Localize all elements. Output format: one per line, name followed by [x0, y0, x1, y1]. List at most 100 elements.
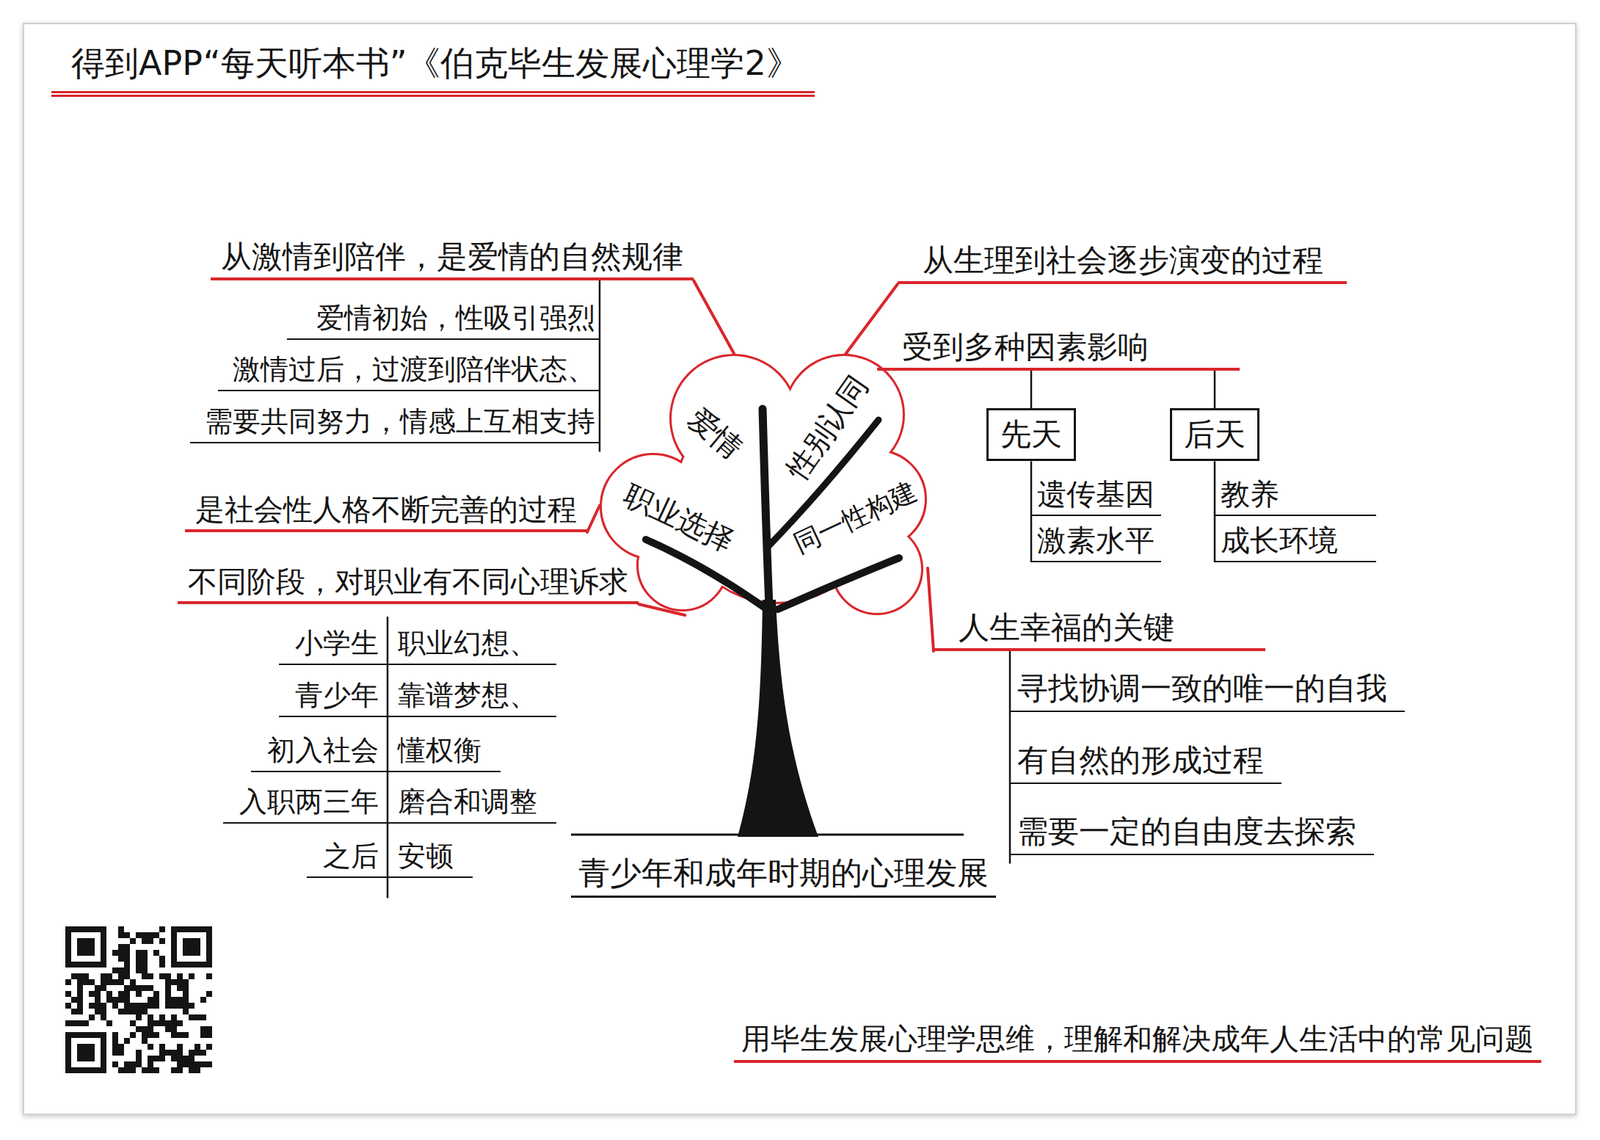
qr-module [153, 1055, 160, 1062]
leaf-label: 初入社会 [251, 733, 388, 773]
leaf-label: 教养 [1214, 475, 1377, 516]
qr-module [206, 1031, 213, 1038]
qr-module [100, 979, 107, 985]
qr-module [171, 979, 177, 985]
connector-line [1030, 370, 1033, 409]
qr-module [182, 990, 189, 997]
qr-module [135, 1008, 142, 1015]
qr-module [206, 990, 213, 997]
qr-module [77, 973, 83, 980]
qr-module [118, 979, 125, 985]
qr-module [141, 1037, 148, 1044]
leaf-label: 青少年 [278, 678, 388, 718]
qr-module [171, 1026, 177, 1032]
qr-module [124, 949, 130, 956]
qr-module [159, 937, 166, 944]
qr-module [106, 1020, 113, 1027]
heading-text: 是社会性人格不断完善的过程 [195, 491, 577, 528]
qr-module [135, 1049, 142, 1056]
qr-module [176, 973, 183, 980]
qr-module [147, 1026, 154, 1032]
qr-module [153, 996, 160, 1003]
qr-module [141, 1008, 148, 1015]
qr-module [194, 1049, 201, 1056]
qr-module [135, 932, 142, 938]
qr-module [188, 1049, 195, 1056]
qr-module [159, 1049, 166, 1056]
qr-module [112, 1031, 119, 1038]
qr-module [135, 955, 142, 962]
qr-module [77, 984, 83, 991]
factor-box: 先天 [986, 408, 1076, 461]
qr-module [147, 973, 154, 980]
qr-module [171, 1067, 177, 1074]
qr-module [171, 1002, 177, 1009]
qr-module [165, 1049, 172, 1056]
qr-module [206, 973, 213, 980]
qr-module [124, 967, 130, 974]
qr-module [118, 932, 125, 938]
qr-module [159, 1020, 166, 1027]
qr-module [88, 990, 95, 997]
qr-module [94, 984, 101, 991]
qr-module [129, 937, 136, 944]
qr-module [141, 961, 148, 968]
qr-module [135, 1014, 142, 1021]
cloud-node: 爱情性别认同职业选择同一性构建 [599, 353, 928, 616]
qr-module [94, 1002, 101, 1009]
leaf-label: 爱情初始，性吸引强烈 [286, 300, 600, 340]
qr-module [147, 1061, 154, 1068]
qr-module [165, 996, 172, 1003]
qr-module [147, 1067, 154, 1074]
qr-module [182, 1061, 189, 1068]
qr-module [94, 1008, 101, 1015]
leaf-label: 需要一定的自由度去探索 [1009, 812, 1374, 856]
qr-module [188, 1014, 195, 1021]
qr-module [124, 1008, 130, 1015]
qr-module [171, 996, 177, 1003]
qr-module [82, 973, 89, 980]
qr-module [171, 1049, 177, 1056]
qr-module [159, 961, 166, 968]
qr-module [141, 1002, 148, 1009]
qr-module [153, 990, 160, 997]
qr-module [171, 1020, 177, 1027]
qr-module [171, 1055, 177, 1062]
qr-module [182, 1008, 189, 1015]
leaf-label: 之后 [306, 838, 388, 878]
box-text: 后天 [1183, 416, 1246, 453]
qr-module [141, 932, 148, 938]
qr-module [182, 996, 189, 1003]
qr-module [118, 926, 125, 933]
qr-finder [71, 932, 101, 962]
qr-module [176, 1043, 183, 1050]
qr-module [153, 1020, 160, 1027]
qr-module [153, 949, 160, 956]
qr-module [112, 1002, 119, 1009]
qr-module [118, 990, 125, 997]
branch-heading: 不同阶段，对职业有不同心理诉求 [177, 562, 639, 605]
qr-code [65, 926, 213, 1074]
qr-module [188, 1061, 195, 1068]
qr-module [106, 990, 113, 997]
qr-module [194, 1067, 201, 1074]
qr-module [135, 990, 142, 997]
qr-module [147, 1055, 154, 1062]
qr-finder [171, 926, 213, 968]
qr-module [171, 1014, 177, 1021]
qr-module [141, 1026, 148, 1032]
qr-module [124, 1067, 130, 1074]
qr-module [165, 990, 172, 997]
qr-module [176, 996, 183, 1003]
box-text: 先天 [1000, 416, 1063, 453]
qr-module [147, 1014, 154, 1021]
qr-module [88, 979, 95, 985]
qr-module [112, 1037, 119, 1044]
qr-module [153, 1067, 160, 1074]
qr-module [118, 1043, 125, 1050]
branch-heading: 从生理到社会逐步演变的过程 [897, 241, 1347, 285]
tree-trunk [737, 599, 819, 837]
connector-line [693, 280, 734, 354]
connector-line [1213, 370, 1217, 409]
qr-module [118, 955, 125, 962]
